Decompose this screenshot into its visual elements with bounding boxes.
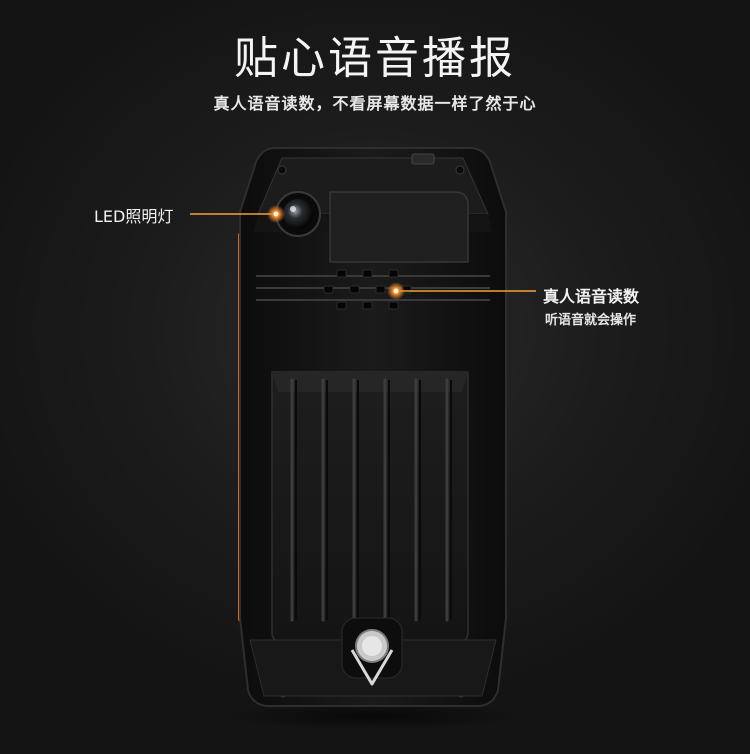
battery-lock-screw-icon [341,617,403,686]
speaker-grille [323,269,412,310]
battery-cover [271,371,469,643]
camera-module [329,191,469,263]
lanyard-slot [411,153,435,165]
screw [277,165,287,175]
page-subtitle: 真人语音读数，不看屏幕数据一样了然于心 [213,94,537,113]
speaker-grooves [256,275,490,301]
screw [455,165,465,175]
voice-callout-sublabel: 听语音就会操作 [545,313,637,328]
voice-callout [387,282,536,300]
led-callout [190,205,285,223]
page-title: 贴心语音播报 [234,33,516,84]
voice-callout-label: 真人语音读数 [543,287,640,306]
cover-ribs [290,378,449,622]
led-callout-label: LED照明灯 [94,207,174,226]
